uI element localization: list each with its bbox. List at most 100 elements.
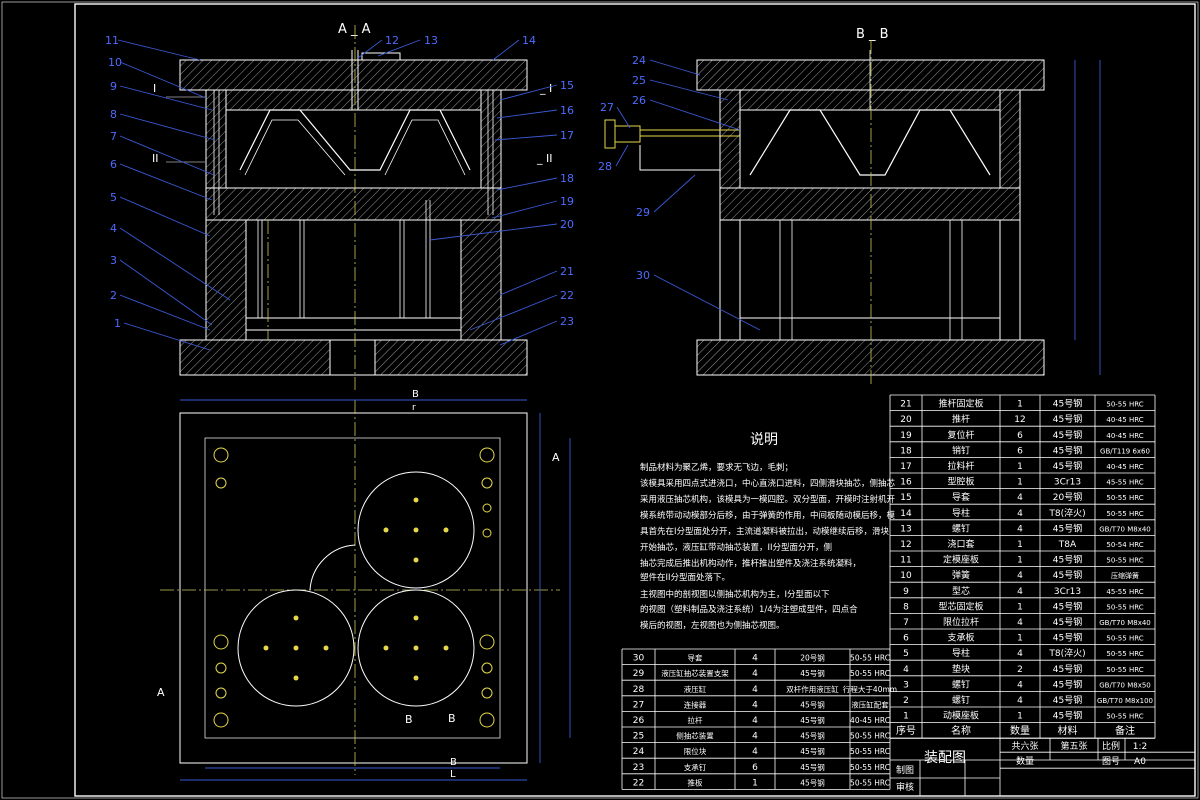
bom-right-cell: 20号钢: [1053, 491, 1082, 503]
bom-right-cell: 螺钉: [952, 679, 970, 690]
section-b-b: B _ B 24 25 26 27 28: [598, 27, 1101, 385]
bom-right-header: 备注: [1115, 724, 1135, 737]
bom-right-header: 序号: [896, 724, 916, 737]
bom-right-cell: 15: [900, 493, 911, 503]
notes-line-5: 开始抽芯，液压缸带动抽芯装置，II分型面分开，侧: [640, 542, 832, 553]
bom-right-cell: 8: [903, 602, 909, 612]
title-block-drawing-title: 装配图: [924, 750, 966, 766]
bom-right-cell: 45号钢: [1053, 710, 1082, 722]
bom-right-cell: 20: [900, 415, 912, 425]
section-a-a: A _ A: [105, 22, 574, 390]
plan-section-mark-b: B: [405, 713, 413, 726]
bom-right-cell: 2: [1017, 665, 1023, 675]
bb-core-plate: [719, 187, 1021, 221]
bom-right-cell: 18: [900, 446, 912, 456]
svg-text:3: 3: [110, 254, 117, 267]
bom-left-cell: 4: [752, 747, 758, 757]
bom-left-cell: 1: [752, 778, 758, 788]
callouts-left: 11 10 9 8 7 6 5 4 3 2 1: [105, 34, 231, 351]
section-a-a-title: A _ A: [338, 22, 371, 37]
bom-left-cell: 4: [752, 654, 758, 664]
svg-text:5: 5: [110, 191, 117, 204]
bom-left-cell: 液压缸: [684, 684, 707, 694]
bom-right-cell: 型腔板: [947, 476, 974, 488]
bom-left-cell: 50-55 HRC: [850, 747, 890, 756]
bom-left-cell: 24: [633, 747, 645, 757]
bom-right-header: 名称: [951, 724, 971, 737]
bom-right-cell: 50-55 HRC: [1106, 666, 1143, 674]
bom-right-cell: 11: [900, 556, 911, 566]
bom-right-cell: 导柱: [952, 507, 970, 519]
plan-section-mark-b2: B: [448, 712, 456, 725]
notes-line-0: 制品材料为聚乙烯，要求无飞边，毛刺；: [640, 462, 793, 473]
notes-line-2: 采用液压抽芯机构，该模具为一模四腔。双分型面，开模时注射机开: [640, 494, 896, 505]
bom-right-cell: T8(淬火): [1048, 647, 1085, 659]
svg-text:4: 4: [110, 222, 117, 235]
notes-block: 说明 制品材料为聚乙烯，要求无飞边，毛刺； 该模具采用四点式进浇口，中心直浇口进…: [640, 432, 896, 631]
bom-right-cell: 45号钢: [1053, 460, 1082, 472]
title-block-scale-label: 比例: [1102, 740, 1120, 752]
bom-right-cell: 45号钢: [1053, 632, 1082, 644]
svg-text:24: 24: [632, 54, 646, 67]
bom-left-cell: 50-55 HRC: [850, 654, 890, 663]
bom-left-cell: 40-45 HRC: [850, 716, 890, 725]
bom-left-cell: 45号钢: [800, 762, 825, 772]
bom-right-cell: 50-55 HRC: [1106, 510, 1143, 518]
callouts-right: 15 16 17 18 19 20 21 22 23: [429, 79, 574, 346]
bom-left-cell: 25: [633, 732, 644, 742]
svg-text:21: 21: [560, 265, 574, 278]
bom-right-cell: 4: [1017, 509, 1023, 519]
bom-right-cell: GB/T70 M8x50: [1099, 681, 1151, 689]
bom-right-cell: 6: [903, 634, 909, 644]
bom-left-cell: 27: [633, 700, 644, 710]
svg-text:16: 16: [560, 104, 574, 117]
svg-text:1: 1: [114, 317, 121, 330]
bom-left-cell: 30: [633, 654, 645, 664]
title-block-drawing-no-value: A0: [1134, 757, 1146, 767]
bom-left-cell: 导套: [688, 653, 703, 663]
svg-text:25: 25: [632, 74, 646, 87]
title-block-sheet-no: 第五张: [1060, 740, 1087, 752]
bom-right-cell: 4: [1017, 493, 1023, 503]
bom-right-cell: 50-55 HRC: [1106, 713, 1143, 721]
bom-left-cell: 23: [633, 763, 644, 773]
bom-right-cell: 浇口套: [947, 538, 974, 550]
notes-line-4: 具首先在I分型面处分开，主流道凝料被拉出，动模继续后移，滑块: [640, 526, 890, 537]
bom-left-cell: 20号钢: [800, 653, 825, 663]
plan-dim-bottom2: L: [450, 769, 456, 780]
bom-right-cell: 45号钢: [1053, 663, 1082, 675]
svg-text:7: 7: [110, 130, 117, 143]
plan-section-mark-a: A: [552, 451, 560, 464]
bom-right-header: 数量: [1010, 724, 1030, 737]
bom-left-cell: 45号钢: [800, 699, 825, 709]
notes-line-8: 主视图中的剖视图以侧抽芯机构为主，I分型面以下: [640, 589, 830, 600]
bom-right-cell: 1: [1017, 462, 1023, 472]
bom-right-cell: 50-55 HRC: [1106, 635, 1143, 643]
bom-right-cell: 16: [900, 478, 912, 488]
top-clamp-plate: [179, 59, 528, 91]
notes-line-9: 的视图（塑料制品及浇注系统）1/4为注塑成型件，四点合: [640, 604, 858, 615]
bom-right-cell: 40-45 HRC: [1106, 463, 1143, 471]
bom-left-cell: 45号钢: [800, 731, 825, 741]
svg-text:13: 13: [424, 34, 438, 47]
bom-left-cell: 45号钢: [800, 668, 825, 678]
bom-left-cell: 侧抽芯装置: [676, 731, 714, 741]
bom-right-cell: 50-54 HRC: [1106, 541, 1143, 549]
bom-right-cell: 50-55 HRC: [1106, 494, 1143, 502]
svg-text:8: 8: [110, 108, 117, 121]
callouts-bb: 24 25 26 27 28 29 30: [598, 54, 761, 331]
bom-left-cell: 50-55 HRC: [850, 732, 890, 741]
bom-right-cell: 50-55 HRC: [1106, 603, 1143, 611]
bom-right-cell: GB/T119 6x60: [1100, 447, 1150, 455]
bom-right-cell: 3Cr13: [1054, 587, 1081, 597]
parting-label-ii-right: _ II: [536, 152, 553, 165]
bom-left-cell: 4: [752, 685, 758, 695]
bom-left-cell: 4: [752, 716, 758, 726]
title-block-checked-by: 审核: [896, 781, 914, 793]
bom-right-cell: 1: [1017, 400, 1023, 410]
title-block-drawing-no-label: 图号: [1102, 756, 1120, 767]
svg-text:23: 23: [560, 315, 574, 328]
bom-left-cell: 4: [752, 732, 758, 742]
